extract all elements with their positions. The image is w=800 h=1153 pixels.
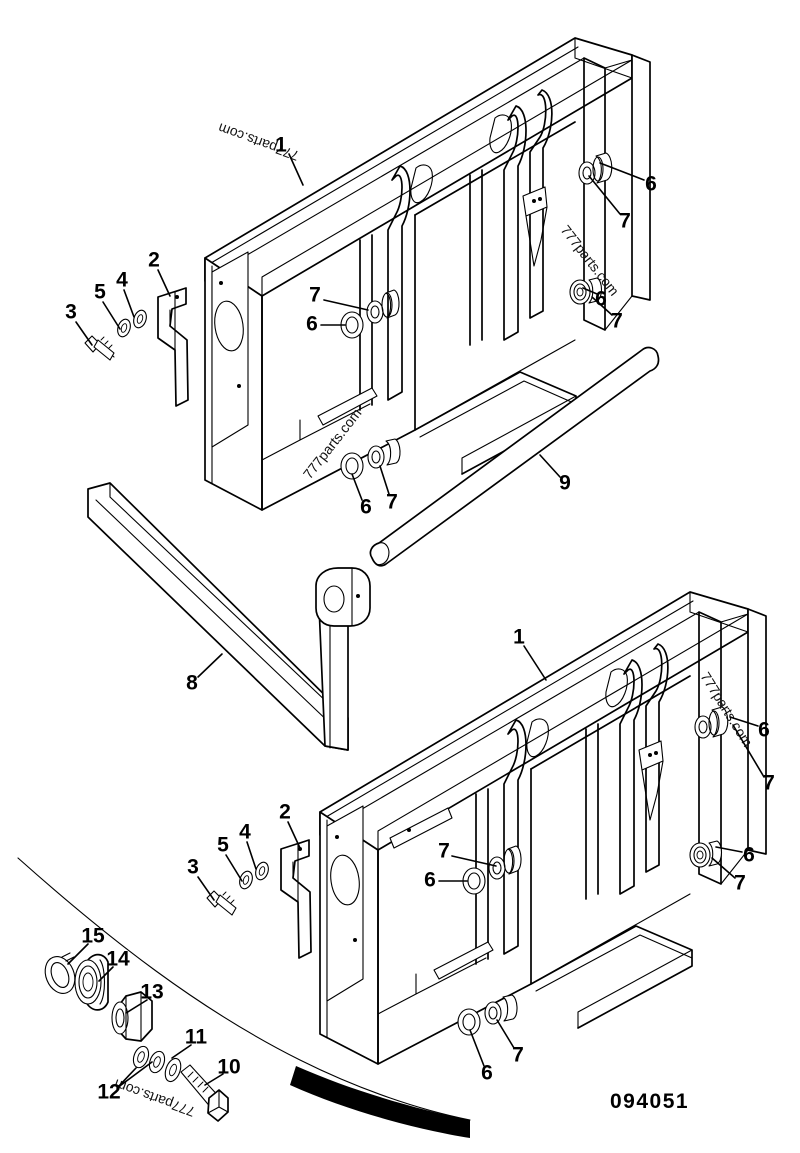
callout-leader-7 xyxy=(451,855,497,867)
hex-bolt-10 xyxy=(180,1064,229,1122)
watermark-text: 777parts.com xyxy=(558,222,623,299)
callout-number-10: 10 xyxy=(217,1056,240,1079)
callout-number-7: 7 xyxy=(734,872,746,895)
callout-number-7: 7 xyxy=(763,772,775,795)
callout-number-12: 12 xyxy=(97,1081,120,1104)
lower-left-end-plate xyxy=(319,805,379,1065)
callout-leader-10 xyxy=(204,1073,224,1086)
callout-number-7: 7 xyxy=(611,310,623,333)
lower-bottom-pivot-hardware xyxy=(457,994,518,1036)
callout-number-6: 6 xyxy=(743,844,755,867)
callout-number-4: 4 xyxy=(116,269,128,292)
lower-right-end-plate xyxy=(698,608,767,885)
callout-leader-9 xyxy=(539,454,561,478)
callout-leader-7 xyxy=(379,465,390,495)
callout-leader-6 xyxy=(351,473,363,501)
lower-left-pivot-hardware xyxy=(462,845,522,895)
callout-number-11: 11 xyxy=(185,1026,208,1049)
lower-wedge-bracket xyxy=(638,740,664,821)
callout-leader-6 xyxy=(729,716,759,727)
callout-number-2: 2 xyxy=(148,249,160,272)
callout-number-8: 8 xyxy=(186,672,198,695)
callout-leader-7 xyxy=(711,857,736,879)
callout-leader-7 xyxy=(591,296,613,316)
callout-leader-5 xyxy=(225,854,243,882)
watermark-text: 777parts.com xyxy=(216,120,301,164)
lower-bolt-3 xyxy=(206,890,237,916)
callout-leader-8 xyxy=(197,653,223,678)
upper-left-pivot-hardware xyxy=(340,289,400,339)
callout-leader-3 xyxy=(75,321,93,346)
roller-bearing-14 xyxy=(74,953,109,1011)
upper-bracket-hardware-group xyxy=(84,287,189,407)
callout-leader-2 xyxy=(157,269,171,297)
callout-number-6: 6 xyxy=(595,288,607,311)
callout-leader-11 xyxy=(171,1044,192,1059)
lower-hook-plates xyxy=(475,643,669,965)
callout-leader-7 xyxy=(496,1019,515,1049)
upper-bolt-3 xyxy=(84,335,115,361)
callout-leader-7 xyxy=(323,299,369,311)
spacer-nut-13 xyxy=(111,991,153,1042)
callout-number-2: 2 xyxy=(279,801,291,824)
callout-number-7: 7 xyxy=(438,840,450,863)
detail-section-arc xyxy=(17,857,471,1138)
retaining-ring-15 xyxy=(44,952,76,994)
callout-leader-3 xyxy=(197,876,215,901)
callout-number-7: 7 xyxy=(309,284,321,307)
callout-leader-15 xyxy=(67,943,89,965)
callout-number-6: 6 xyxy=(424,869,436,892)
upper-lower-pivot-hardware xyxy=(340,438,401,480)
callout-leader-7 xyxy=(588,175,621,215)
callout-leader-4 xyxy=(246,841,257,870)
callout-number-4: 4 xyxy=(239,821,251,844)
callout-leader-6 xyxy=(715,846,743,853)
fork-tine-8 xyxy=(87,482,371,751)
callout-number-1: 1 xyxy=(513,626,525,649)
callout-number-6: 6 xyxy=(306,313,318,336)
lower-carriage-assembly xyxy=(319,591,767,1065)
callout-leader-14 xyxy=(98,966,114,982)
callout-leader-6 xyxy=(582,287,598,295)
callout-number-6: 6 xyxy=(481,1062,493,1085)
callout-number-1: 1 xyxy=(275,134,287,157)
callout-number-5: 5 xyxy=(217,834,229,857)
callout-number-6: 6 xyxy=(758,719,770,742)
upper-left-end-plate xyxy=(204,251,263,511)
callout-leader-1 xyxy=(523,645,547,681)
upper-wedge-bracket xyxy=(522,186,548,267)
callout-number-15: 15 xyxy=(81,925,105,948)
callout-number-6: 6 xyxy=(360,496,372,519)
callout-number-9: 9 xyxy=(559,472,571,495)
callout-leader-6 xyxy=(469,1029,485,1067)
pivot-rod-9 xyxy=(369,346,660,567)
lower-bracket-hardware-group xyxy=(206,839,312,959)
upper-right-end-plate xyxy=(583,54,651,331)
detail-roller-assembly xyxy=(44,952,229,1122)
callout-leader-1 xyxy=(288,153,304,186)
callout-leader-13 xyxy=(125,999,148,1014)
callout-number-7: 7 xyxy=(619,210,631,233)
callout-leader-2 xyxy=(287,821,301,849)
callout-number-6: 6 xyxy=(645,173,657,196)
callout-number-5: 5 xyxy=(94,281,106,304)
callout-leader-7 xyxy=(732,724,765,778)
lower-right-pivot-hardware-top xyxy=(694,706,729,739)
callout-number-7: 7 xyxy=(386,491,398,514)
callout-number-13: 13 xyxy=(140,981,163,1004)
callout-leader-12 xyxy=(116,1061,153,1089)
callout-number-3: 3 xyxy=(187,856,199,879)
callout-number-7: 7 xyxy=(512,1044,524,1067)
upper-top-beam xyxy=(204,37,633,297)
callout-leader-4 xyxy=(123,289,135,318)
callout-number-14: 14 xyxy=(106,948,130,971)
callout-leader-5 xyxy=(102,301,121,330)
callout-leader-6 xyxy=(599,162,645,181)
drawing-number: 094051 xyxy=(610,1090,689,1113)
upper-carriage-assembly xyxy=(204,37,651,511)
callout-number-3: 3 xyxy=(65,301,77,324)
